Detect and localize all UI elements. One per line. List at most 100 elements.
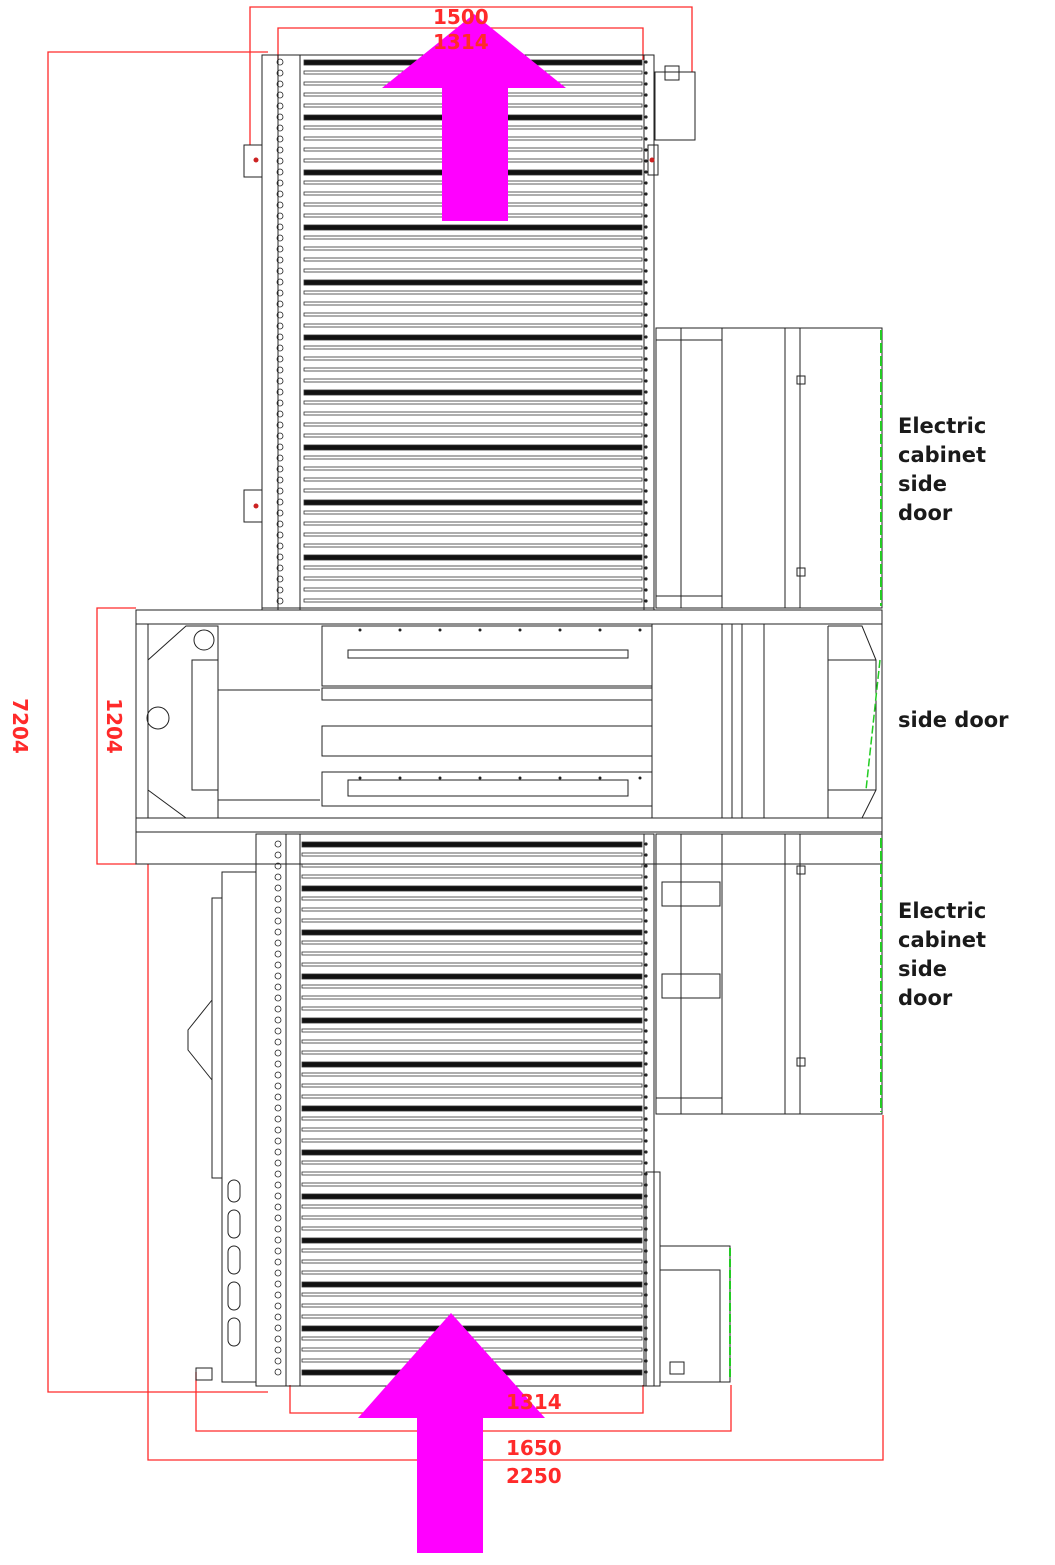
roller-end-cap bbox=[274, 873, 282, 881]
roller-end-cap bbox=[274, 917, 282, 925]
roller-end-cap bbox=[274, 1346, 282, 1354]
roller bbox=[303, 543, 643, 548]
label-electric-cabinet-top: Electric cabinet side door bbox=[898, 412, 986, 528]
roller-end-cap bbox=[644, 401, 648, 405]
label-line: side bbox=[898, 957, 947, 981]
roller-end-cap bbox=[644, 170, 648, 174]
roller-end-cap bbox=[644, 533, 648, 537]
dim-bottom-outer-width: 2250 bbox=[506, 1464, 562, 1488]
roller bbox=[301, 896, 643, 901]
roller-end-cap bbox=[644, 1326, 648, 1330]
roller bbox=[301, 1325, 643, 1332]
roller-end-cap bbox=[274, 1016, 282, 1024]
roller-end-cap bbox=[644, 577, 648, 581]
roller-end-cap bbox=[274, 983, 282, 991]
roller bbox=[301, 863, 643, 868]
dim-top-outer-width: 1500 bbox=[433, 5, 489, 29]
roller bbox=[301, 1314, 643, 1319]
roller-end-cap bbox=[276, 69, 284, 77]
roller-end-cap bbox=[276, 597, 284, 605]
roller-end-cap bbox=[644, 1293, 648, 1297]
roller bbox=[303, 422, 643, 427]
roller-end-cap bbox=[274, 1269, 282, 1277]
lower-rollers-group bbox=[274, 840, 648, 1376]
roller-end-cap bbox=[274, 884, 282, 892]
roller-end-cap bbox=[276, 344, 284, 352]
roller-end-cap bbox=[644, 1106, 648, 1110]
roller-end-cap bbox=[644, 291, 648, 295]
roller-end-cap bbox=[644, 853, 648, 857]
roller-end-cap bbox=[644, 1007, 648, 1011]
roller-end-cap bbox=[276, 564, 284, 572]
flow-arrow-up-exit-icon bbox=[382, 14, 566, 221]
roller-end-cap bbox=[644, 313, 648, 317]
roller-end-cap bbox=[274, 1236, 282, 1244]
roller-end-cap bbox=[276, 465, 284, 473]
roller-end-cap bbox=[274, 1137, 282, 1145]
roller-end-cap bbox=[276, 212, 284, 220]
roller bbox=[303, 510, 643, 515]
roller bbox=[301, 885, 643, 892]
roller bbox=[301, 1259, 643, 1264]
roller-end-cap bbox=[274, 1313, 282, 1321]
roller bbox=[303, 477, 643, 482]
roller-end-cap bbox=[274, 1027, 282, 1035]
roller-end-cap bbox=[644, 280, 648, 284]
roller-end-cap bbox=[276, 80, 284, 88]
roller-end-cap bbox=[644, 324, 648, 328]
roller-end-cap bbox=[644, 478, 648, 482]
roller-end-cap bbox=[644, 1304, 648, 1308]
roller-end-cap bbox=[276, 157, 284, 165]
roller-end-cap bbox=[274, 1005, 282, 1013]
roller bbox=[303, 279, 643, 286]
roller-end-cap bbox=[274, 939, 282, 947]
roller-end-cap bbox=[644, 985, 648, 989]
roller-end-cap bbox=[276, 410, 284, 418]
roller bbox=[301, 1215, 643, 1220]
roller bbox=[301, 1160, 643, 1165]
roller bbox=[301, 951, 643, 956]
label-line: Electric bbox=[898, 899, 987, 923]
roller bbox=[301, 1028, 643, 1033]
roller bbox=[303, 499, 643, 506]
roller-end-cap bbox=[276, 289, 284, 297]
roller-end-cap bbox=[276, 168, 284, 176]
roller-end-cap bbox=[276, 256, 284, 264]
roller-end-cap bbox=[276, 102, 284, 110]
roller-end-cap bbox=[644, 467, 648, 471]
roller bbox=[301, 1171, 643, 1176]
roller-end-cap bbox=[644, 346, 648, 350]
roller-end-cap bbox=[644, 908, 648, 912]
roller-end-cap bbox=[644, 302, 648, 306]
roller bbox=[301, 1138, 643, 1143]
roller-end-cap bbox=[644, 148, 648, 152]
roller-end-cap bbox=[644, 247, 648, 251]
roller-end-cap bbox=[276, 509, 284, 517]
roller bbox=[301, 1050, 643, 1055]
roller-end-cap bbox=[644, 1128, 648, 1132]
roller-end-cap bbox=[276, 487, 284, 495]
roller-end-cap bbox=[644, 335, 648, 339]
roller bbox=[303, 444, 643, 451]
roller-end-cap bbox=[644, 996, 648, 1000]
roller-end-cap bbox=[644, 412, 648, 416]
roller-end-cap bbox=[276, 498, 284, 506]
roller bbox=[301, 1149, 643, 1156]
roller-end-cap bbox=[644, 952, 648, 956]
roller-end-cap bbox=[276, 267, 284, 275]
roller-end-cap bbox=[276, 201, 284, 209]
roller-end-cap bbox=[276, 553, 284, 561]
roller-end-cap bbox=[274, 906, 282, 914]
roller-end-cap bbox=[274, 950, 282, 958]
roller-end-cap bbox=[644, 1029, 648, 1033]
roller-end-cap bbox=[274, 1049, 282, 1057]
roller-end-cap bbox=[274, 1038, 282, 1046]
roller-end-cap bbox=[644, 1161, 648, 1165]
roller-end-cap bbox=[644, 1194, 648, 1198]
roller-end-cap bbox=[644, 1172, 648, 1176]
roller-end-cap bbox=[644, 919, 648, 923]
roller-end-cap bbox=[644, 1238, 648, 1242]
roller-end-cap bbox=[644, 379, 648, 383]
roller-end-cap bbox=[276, 520, 284, 528]
roller-end-cap bbox=[644, 225, 648, 229]
